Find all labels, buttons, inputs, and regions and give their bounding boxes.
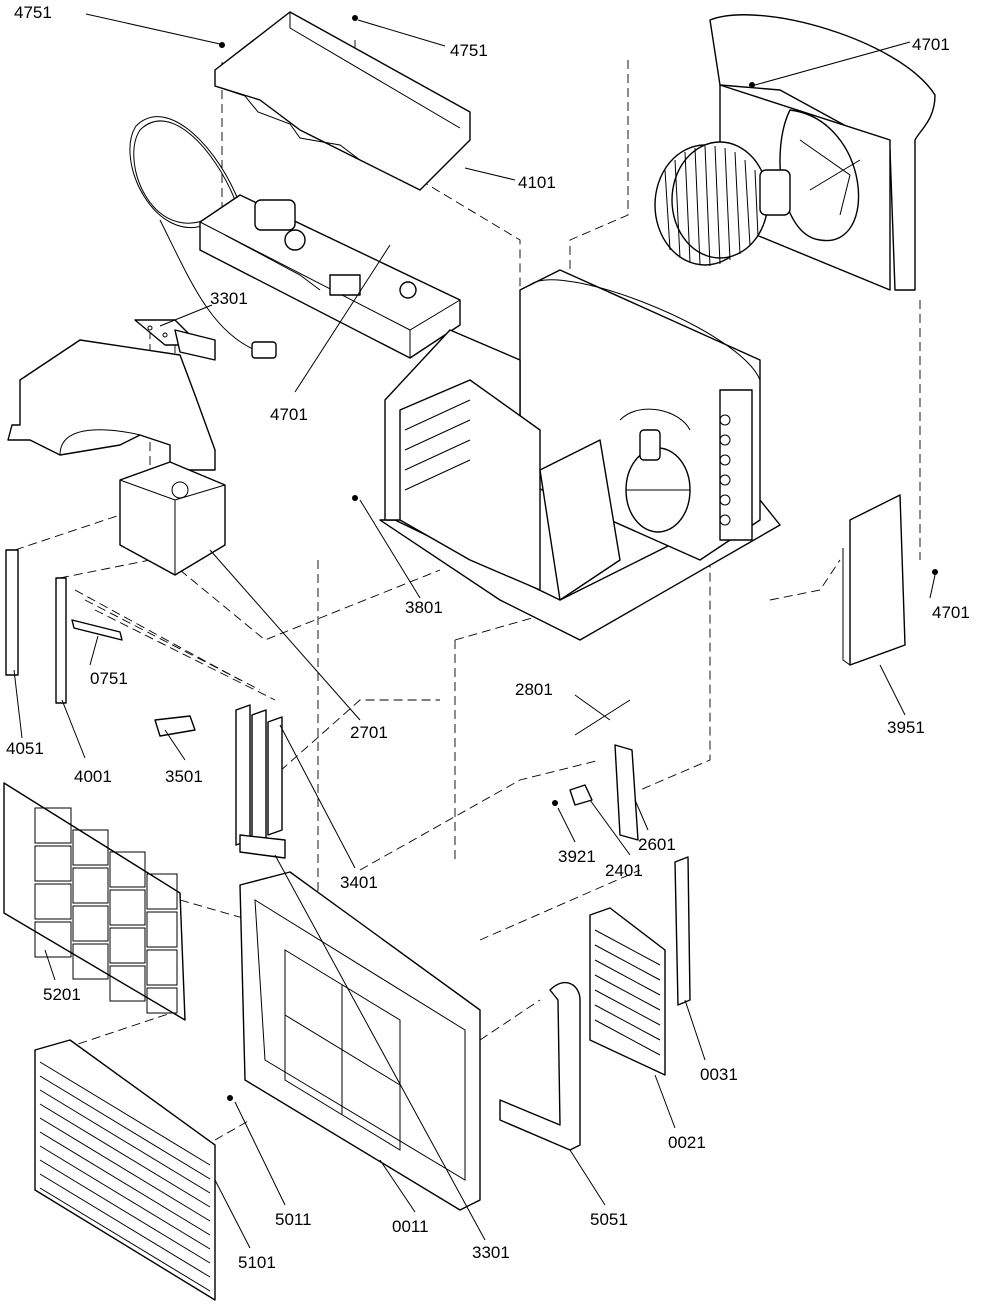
callout-4101: 4101	[518, 173, 556, 192]
side-panel-3951	[842, 494, 938, 666]
callout-4051: 4051	[6, 739, 44, 758]
louver-assembly-0021	[589, 856, 691, 1076]
partition-2701	[7, 339, 226, 576]
bracket-3301	[134, 319, 216, 361]
callout-4751-right: 4751	[450, 41, 488, 60]
callout-3301-frame: 3301	[472, 1243, 510, 1262]
chassis-base-pan	[352, 269, 781, 641]
front-grille-5101	[34, 1039, 216, 1301]
callout-2801: 2801	[515, 680, 553, 699]
front-frame-0011	[227, 871, 481, 1211]
blower-and-shroud	[654, 14, 936, 291]
callout-2701: 2701	[350, 723, 388, 742]
callout-0751: 0751	[90, 669, 128, 688]
control-box-assembly	[129, 116, 461, 359]
callout-4751-left: 4751	[14, 3, 52, 22]
leader-lines	[13, 13, 936, 1249]
side-curtain-5051	[499, 981, 581, 1151]
louver-set-3401	[154, 704, 286, 859]
callout-4701-top: 4701	[912, 35, 950, 54]
air-filter-5201	[3, 782, 186, 1021]
callout-0031: 0031	[700, 1065, 738, 1084]
callout-3801: 3801	[405, 598, 443, 617]
callout-5101: 5101	[238, 1253, 276, 1272]
switch-parts	[552, 699, 639, 841]
callout-4701-side: 4701	[932, 603, 970, 622]
callout-2401: 2401	[605, 861, 643, 880]
seal-strips	[5, 549, 123, 704]
callout-labels: 4751 4751 4701 4101 3301 4701 3801 2701 …	[6, 3, 970, 1272]
callout-0011: 0011	[392, 1217, 429, 1236]
callout-3501: 3501	[165, 767, 203, 786]
callout-3951: 3951	[887, 718, 925, 737]
callout-5051: 5051	[590, 1210, 628, 1229]
callout-5201: 5201	[43, 985, 81, 1004]
callout-3921: 3921	[558, 847, 596, 866]
callout-0021: 0021	[668, 1133, 706, 1152]
callout-3401: 3401	[340, 873, 378, 892]
assembly-dashed-lines	[14, 40, 921, 1141]
callout-3301-bracket: 3301	[210, 289, 248, 308]
callout-2601: 2601	[638, 835, 676, 854]
top-cover-4101	[214, 11, 471, 191]
callout-4001: 4001	[74, 767, 112, 786]
callout-4701-control: 4701	[270, 405, 308, 424]
callout-5011: 5011	[275, 1210, 312, 1229]
